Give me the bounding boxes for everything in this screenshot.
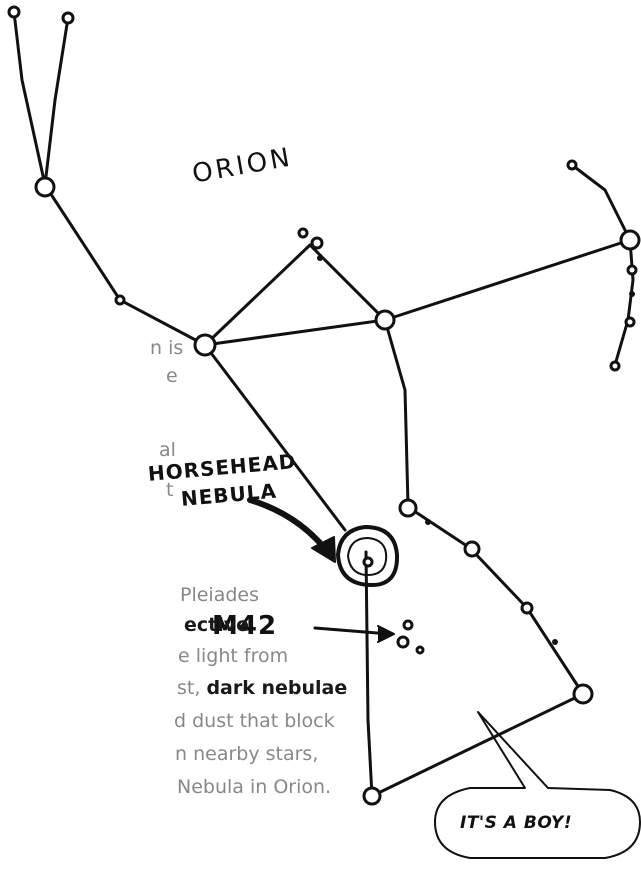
- text-line-8-plain: st,: [177, 677, 206, 699]
- shoulder-line: [45, 185, 205, 345]
- shield-line: [572, 165, 633, 365]
- body-right: [385, 320, 408, 505]
- text-line-11: Nebula in Orion.: [177, 774, 331, 801]
- arm-line-right: [45, 18, 68, 185]
- text-line-6-bold: ective: [184, 614, 249, 636]
- bow-arm-line: [385, 240, 630, 320]
- text-line-3: al: [159, 437, 176, 464]
- text-line-7: e light from: [178, 643, 288, 670]
- speech-bubble: [435, 712, 640, 858]
- text-line-9: d dust that block: [174, 708, 335, 735]
- text-line-8-bold: dark nebulae: [206, 677, 347, 699]
- text-line-1: n is: [150, 335, 183, 362]
- text-line-4: t: [166, 477, 173, 504]
- head-triangle: [205, 245, 385, 345]
- sword-line: [366, 552, 372, 796]
- text-line-6: ective: [184, 612, 249, 639]
- speech-bubble-text: IT'S A BOY!: [460, 813, 572, 833]
- leg-line: [372, 694, 583, 796]
- text-line-8: st, dark nebulae: [177, 675, 347, 702]
- arm-line-left: [14, 12, 45, 185]
- text-line-5: Pleiades: [180, 582, 259, 609]
- text-line-2: e: [166, 363, 178, 390]
- text-line-10: n nearby stars,: [175, 741, 318, 768]
- m42-arrowhead: [378, 626, 394, 642]
- belt-line: [405, 505, 583, 694]
